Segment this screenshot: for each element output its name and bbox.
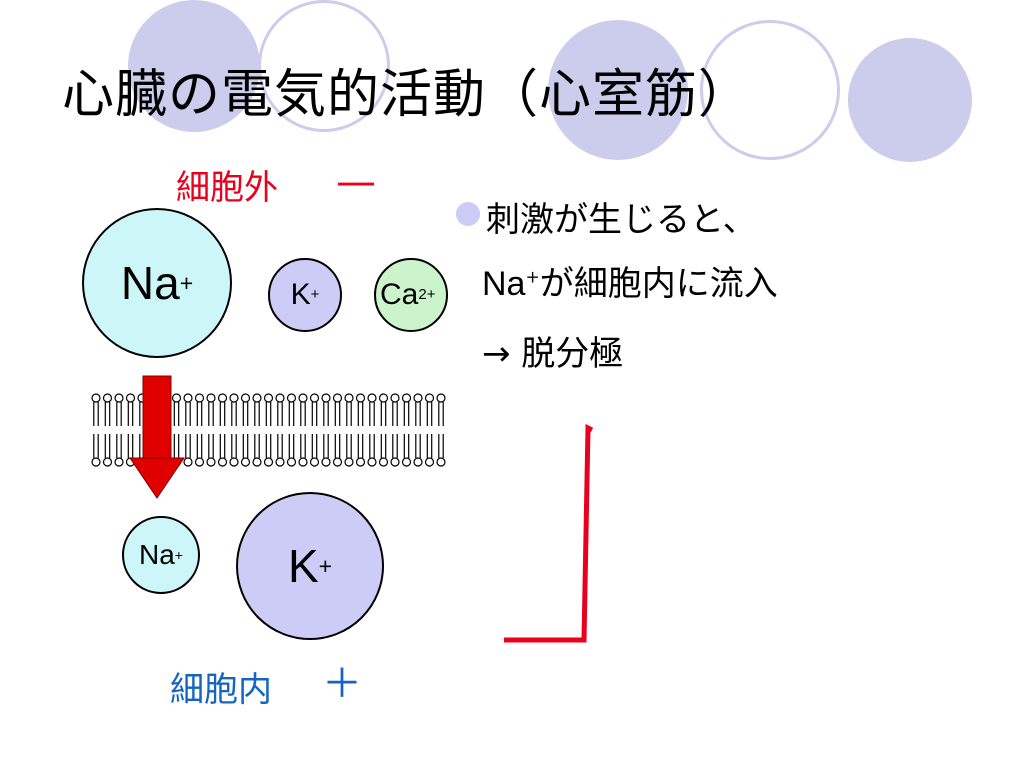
outside-label: 細胞外 <box>176 168 278 208</box>
lipid-head <box>424 457 435 467</box>
lipid-head <box>240 457 251 467</box>
inside-label: 細胞内 <box>170 670 272 710</box>
lipid-head <box>332 393 343 403</box>
lipid-head <box>344 457 354 467</box>
lipid-head <box>413 457 423 467</box>
lipid-head <box>252 457 262 467</box>
lipid-head <box>424 393 435 403</box>
lipid-head <box>390 457 400 467</box>
bullet-line-2: Na+が細胞内に流入 <box>482 256 778 305</box>
deco-circle-1 <box>128 0 260 132</box>
lipid-head <box>171 393 182 403</box>
lipid-head <box>252 393 262 403</box>
lipid-head <box>102 393 113 403</box>
ion-k-inside: K+ <box>236 492 384 640</box>
lipid-head <box>309 393 320 403</box>
lipid-head <box>436 393 446 403</box>
lipid-head <box>286 393 297 403</box>
ion-k-outside-symbol: K <box>290 278 311 311</box>
lipid-head <box>401 393 412 403</box>
lipid-head <box>275 457 285 467</box>
bullet-dot-icon <box>456 202 480 226</box>
lipid-head <box>217 393 228 403</box>
bullet-na-charge: + <box>525 267 540 288</box>
ion-k-inside-symbol: K <box>287 540 319 592</box>
bullet-line-2-rest: が細胞内に流入 <box>539 264 778 304</box>
lipid-head <box>125 393 136 403</box>
deco-ring-1 <box>258 0 390 132</box>
down-arrow-icon <box>129 375 185 499</box>
lipid-head <box>229 393 239 403</box>
lipid-head <box>275 393 285 403</box>
lipid-head <box>91 393 101 403</box>
lipid-head <box>378 393 389 403</box>
lipid-head <box>217 457 228 467</box>
deco-circle-2 <box>548 20 688 160</box>
lipid-head <box>367 393 377 403</box>
bullet-line-1: 刺激が生じると、 <box>486 200 757 240</box>
slide-title: 心臓の電気的活動（心室筋） <box>62 65 752 125</box>
lipid-head <box>344 393 354 403</box>
lipid-head <box>436 457 446 467</box>
lipid-head <box>194 457 205 467</box>
lipid-head <box>321 393 331 403</box>
inside-sign: ＋ <box>322 661 362 707</box>
lipid-head <box>91 457 101 467</box>
lipid-head <box>183 457 193 467</box>
lipid-head <box>206 457 216 467</box>
ion-ca-outside-symbol: Ca <box>380 278 419 311</box>
lipid-head <box>321 457 331 467</box>
ion-na-inside: Na+ <box>122 516 200 594</box>
lipid-head <box>229 457 239 467</box>
lipid-head <box>298 393 308 403</box>
lipid-head <box>401 457 412 467</box>
bullet-na-symbol: Na <box>482 265 526 303</box>
lipid-head <box>309 457 320 467</box>
lipid-head <box>390 393 400 403</box>
ion-na-outside: Na+ <box>82 208 232 358</box>
lipid-head <box>263 393 274 403</box>
lipid-head <box>206 393 216 403</box>
deco-ring-2 <box>700 20 840 160</box>
lipid-head <box>367 457 377 467</box>
lipid-head <box>378 457 389 467</box>
lipid-head <box>332 457 343 467</box>
lipid-head <box>263 457 274 467</box>
lipid-head <box>286 457 297 467</box>
lipid-head <box>355 393 366 403</box>
deco-circle-3 <box>848 38 972 162</box>
lipid-head <box>114 393 124 403</box>
bullet-line-3: → 脱分極 <box>482 334 624 374</box>
lipid-head <box>183 393 193 403</box>
lipid-head <box>194 393 205 403</box>
lipid-head <box>102 457 113 467</box>
ion-na-outside-symbol: Na <box>120 257 180 309</box>
outside-sign: — <box>336 159 376 205</box>
lipid-head <box>240 393 251 403</box>
ion-na-inside-symbol: Na <box>139 539 175 570</box>
lipid-head <box>114 457 124 467</box>
ion-k-outside: K+ <box>268 258 342 332</box>
lipid-head <box>355 457 366 467</box>
depolarization-trace <box>504 423 594 643</box>
lipid-head <box>413 393 423 403</box>
lipid-head <box>298 457 308 467</box>
